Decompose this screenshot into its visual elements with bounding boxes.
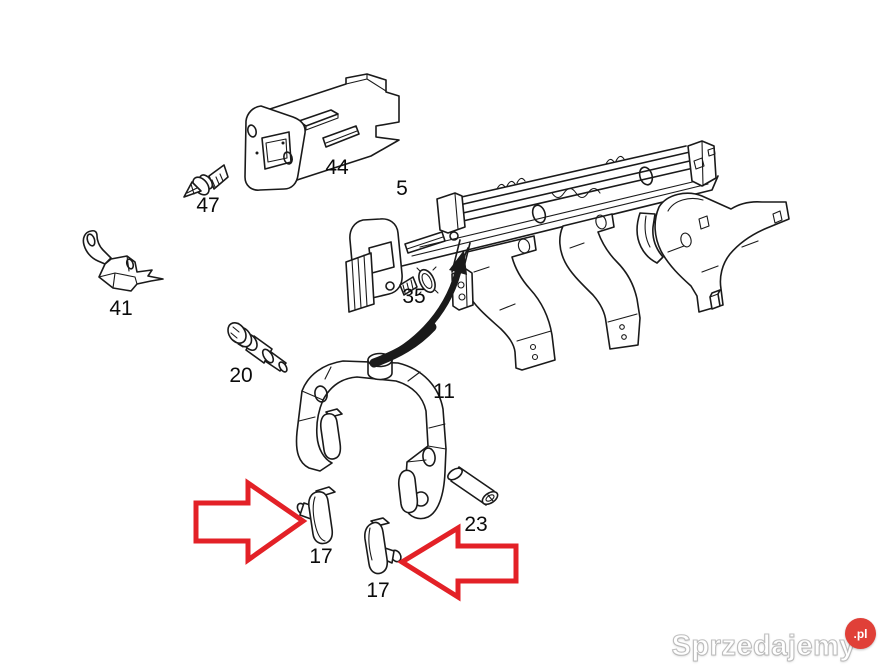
part-17-slider-pad-left-drawing bbox=[296, 486, 336, 545]
pointer-arrow-curved bbox=[369, 250, 467, 368]
part-label-44: 44 bbox=[325, 156, 349, 179]
part-label-17-right: 17 bbox=[366, 579, 390, 602]
part-label-35: 35 bbox=[402, 285, 426, 308]
part-5-rail-assembly-drawing bbox=[345, 140, 790, 371]
part-20-pin-bolt-drawing bbox=[227, 321, 288, 373]
part-23-pin-drawing bbox=[447, 466, 499, 506]
part-44-housing-drawing bbox=[244, 73, 400, 191]
red-arrow-left-pointing bbox=[397, 523, 519, 602]
part-label-47: 47 bbox=[196, 194, 220, 217]
part-35-screw-drawing bbox=[399, 266, 439, 296]
part-label-41: 41 bbox=[109, 297, 133, 320]
part-label-20: 20 bbox=[229, 364, 253, 387]
part-label-11: 11 bbox=[433, 380, 455, 403]
red-arrow-right-pointing bbox=[193, 478, 308, 565]
part-11-shift-fork-drawing bbox=[295, 352, 447, 520]
part-47-screw-drawing bbox=[183, 164, 229, 198]
part-label-17-left: 17 bbox=[309, 545, 333, 568]
watermark-brand-text: Sprzedajemy bbox=[671, 630, 856, 663]
part-label-23: 23 bbox=[464, 513, 488, 536]
part-17-slider-pad-right-drawing bbox=[364, 517, 402, 575]
watermark: Sprzedajemy .pl bbox=[671, 618, 876, 663]
part-41-bracket-drawing bbox=[82, 229, 164, 292]
part-label-5: 5 bbox=[396, 177, 408, 200]
watermark-pl-badge: .pl bbox=[845, 618, 876, 650]
